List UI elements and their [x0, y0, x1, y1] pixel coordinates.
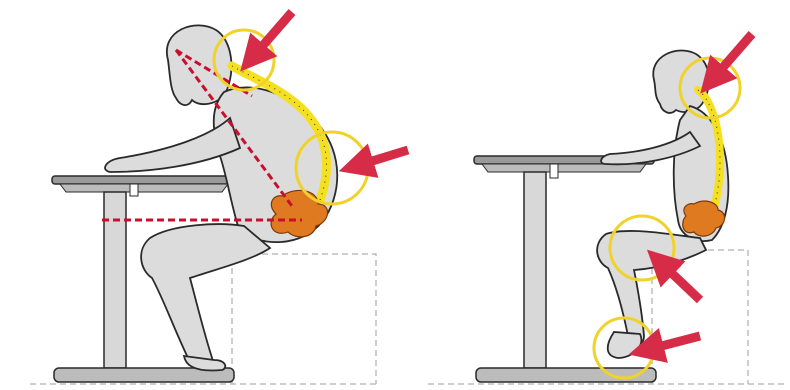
arrow-icon	[660, 262, 700, 300]
arrow-icon	[712, 34, 752, 80]
left-panel-hunched	[30, 12, 408, 384]
right-panel-feet-dangling	[428, 34, 786, 384]
chair	[232, 254, 376, 384]
